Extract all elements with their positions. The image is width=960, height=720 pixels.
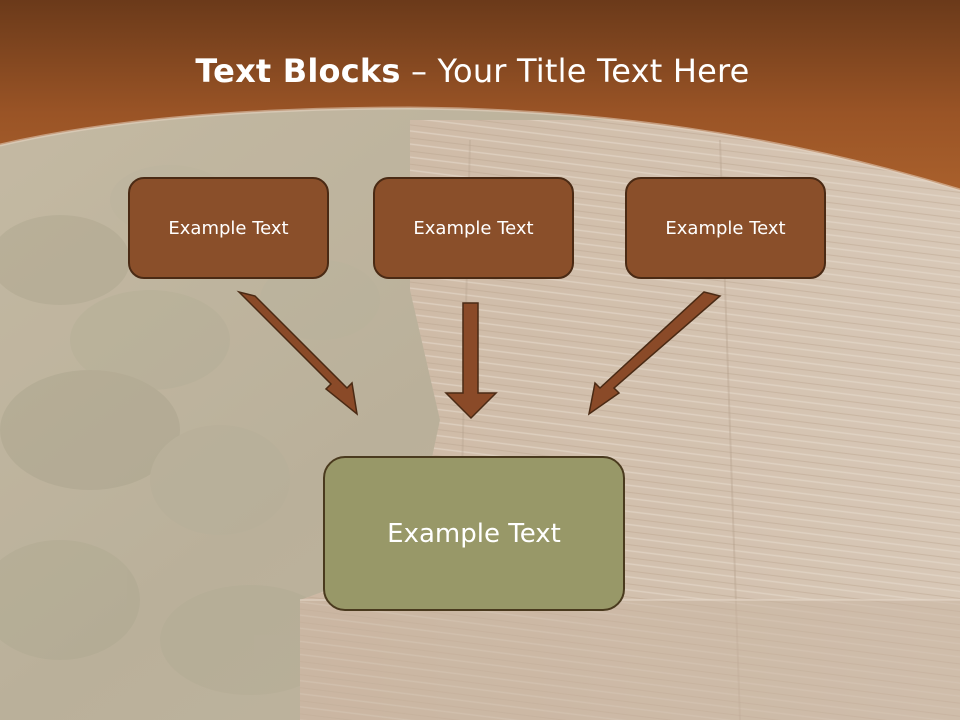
arrow-left-diagonal: [236, 290, 359, 416]
text-block-3-label: Example Text: [665, 217, 786, 239]
arrow-right-diagonal: [587, 291, 722, 416]
foliage-blobs: [0, 165, 380, 695]
text-block-2[interactable]: Example Text: [373, 177, 574, 279]
arrow-center-down: [444, 302, 498, 420]
text-block-2-label: Example Text: [413, 217, 534, 239]
title-bold: Text Blocks: [195, 52, 401, 90]
page-title: Text Blocks – Your Title Text Here: [0, 52, 945, 90]
text-block-1-label: Example Text: [168, 217, 289, 239]
text-block-1[interactable]: Example Text: [128, 177, 329, 279]
target-text-block[interactable]: Example Text: [323, 456, 625, 611]
target-text-block-label: Example Text: [387, 518, 561, 549]
title-rest: – Your Title Text Here: [400, 52, 750, 90]
text-block-3[interactable]: Example Text: [625, 177, 826, 279]
